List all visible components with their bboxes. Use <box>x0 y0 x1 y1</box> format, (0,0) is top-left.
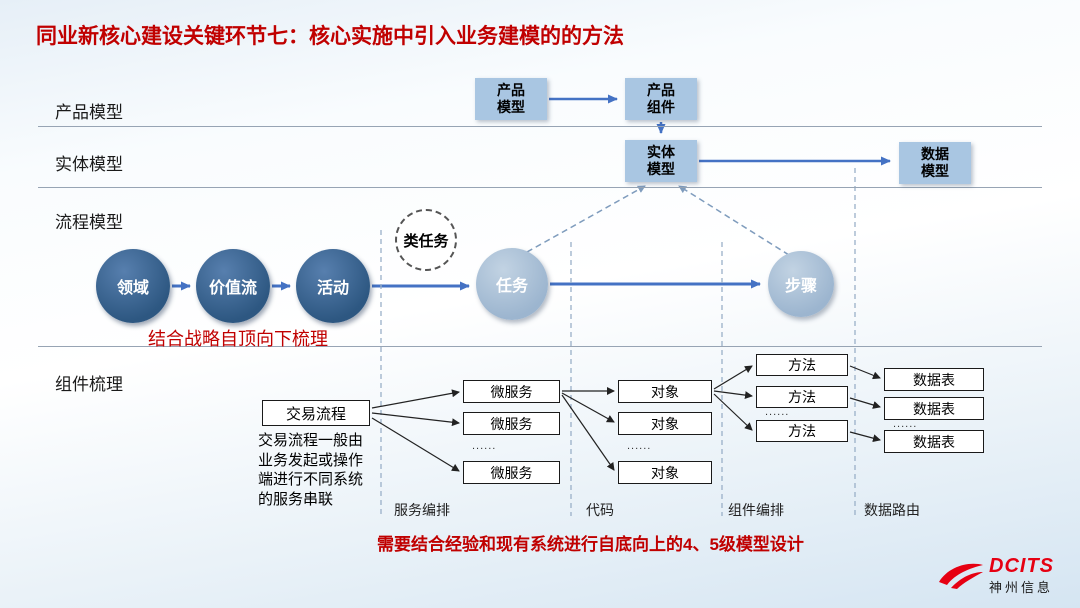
node-value-stream-circle: 价值流 <box>196 249 270 323</box>
bottom-up-note: 需要结合经验和现有系统进行自底向上的4、5级模型设计 <box>377 535 804 554</box>
object-box: 对象 <box>618 412 712 435</box>
node-activity-circle: 活动 <box>296 249 370 323</box>
product-component-box: 产品 组件 <box>625 78 697 120</box>
row-label-component-sort: 组件梳理 <box>55 375 123 394</box>
data-table-box: 数据表 <box>884 368 984 391</box>
logo-brand: DCITS <box>989 555 1054 577</box>
dcits-logo: DCITS 神州信息 <box>938 556 1054 596</box>
row-label-process-model: 流程模型 <box>55 213 123 232</box>
page-title: 同业新核心建设关键环节七：核心实施中引入业务建模的的方法 <box>36 25 624 48</box>
trade-flow-box: 交易流程 <box>262 400 370 426</box>
divider-line <box>38 346 1042 347</box>
label-data-routing: 数据路由 <box>864 502 920 518</box>
dashed-links-to-entity-model <box>526 185 790 256</box>
divider-line <box>38 187 1042 188</box>
node-step-circle: 步骤 <box>768 251 834 317</box>
ellipsis: ...... <box>472 440 497 452</box>
data-table-box: 数据表 <box>884 430 984 453</box>
data-model-box: 数据 模型 <box>899 142 971 184</box>
ellipsis: ...... <box>627 440 652 452</box>
fan-arrows-component-layer <box>371 365 881 472</box>
trade-flow-description: 交易流程一般由业务发起或操作端进行不同系统的服务串联 <box>258 432 364 508</box>
row-label-entity-model: 实体模型 <box>55 155 123 174</box>
row-label-product-model: 产品模型 <box>55 103 123 122</box>
label-code: 代码 <box>586 502 614 518</box>
label-service-orchestration: 服务编排 <box>394 502 450 518</box>
entity-model-box: 实体 模型 <box>625 140 697 182</box>
top-down-note: 结合战略自顶向下梳理 <box>148 329 328 349</box>
ellipsis: ...... <box>893 418 918 430</box>
method-box: 方法 <box>756 354 848 376</box>
logo-swoosh-icon <box>939 563 983 589</box>
object-box: 对象 <box>618 380 712 403</box>
class-task-circle: 类任务 <box>395 209 457 271</box>
object-box: 对象 <box>618 461 712 484</box>
microservice-box: 微服务 <box>463 461 560 484</box>
microservice-box: 微服务 <box>463 380 560 403</box>
blue-arrows-process-row <box>172 279 761 291</box>
dashed-section-separators <box>380 168 856 516</box>
data-table-box: 数据表 <box>884 397 984 420</box>
logo-company: 神州信息 <box>989 580 1054 595</box>
method-box: 方法 <box>756 420 848 442</box>
blue-arrows-model-rows <box>549 94 891 166</box>
logo-text: DCITS 神州信息 <box>989 556 1054 596</box>
microservice-box: 微服务 <box>463 412 560 435</box>
divider-line <box>38 126 1042 127</box>
node-task-circle: 任务 <box>476 248 548 320</box>
ellipsis: ...... <box>765 406 790 418</box>
node-domain-circle: 领域 <box>96 249 170 323</box>
product-model-box: 产品 模型 <box>475 78 547 120</box>
method-box: 方法 <box>756 386 848 408</box>
label-component-orchestration: 组件编排 <box>728 502 784 518</box>
